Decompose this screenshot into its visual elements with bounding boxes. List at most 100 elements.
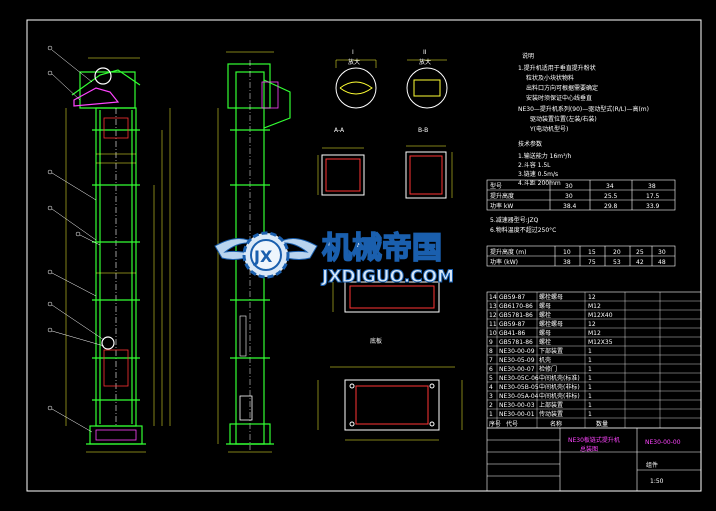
parts-list-cell: 1: [588, 375, 592, 382]
section-views: [317, 145, 453, 199]
watermark-en: JXDIGUO.COM: [321, 267, 454, 287]
tech-line: 2.斗容 1.5L: [518, 161, 551, 169]
svg-text:功率 kW: 功率 kW: [490, 202, 513, 210]
svg-text:75: 75: [588, 259, 596, 266]
parts-list-cell: 11: [489, 321, 497, 328]
svg-text:放大: 放大: [419, 58, 431, 66]
notes-block: 说明 1.提升机适用于垂直提升粉状 粒状及小块状物料 出料口方向可根据需要确定 …: [518, 52, 649, 187]
parts-list-cell: NE30-05-09: [499, 357, 535, 364]
parts-list-cell: 13: [489, 303, 497, 310]
svg-text:5.减速器型号:JZQ: 5.减速器型号:JZQ: [490, 216, 539, 224]
svg-text:29.8: 29.8: [604, 203, 618, 210]
svg-text:15: 15: [588, 249, 596, 256]
parts-list-cell: 机壳: [539, 356, 551, 364]
svg-text:38.4: 38.4: [563, 203, 577, 210]
parts-list-cell: 8: [489, 348, 493, 355]
parts-list-cell: 10: [489, 330, 497, 337]
svg-text:序号: 序号: [489, 420, 501, 428]
tech-line: 1.输送能力 16m³/h: [518, 152, 572, 160]
note-line: 出料口方向可根据需要确定: [526, 84, 598, 92]
parts-list-cell: 3: [489, 393, 493, 400]
parts-list-cell: GB59-87: [499, 294, 525, 301]
plan-views: [317, 281, 463, 441]
svg-text:42: 42: [636, 259, 644, 266]
parts-list-cell: 4: [489, 384, 493, 391]
svg-text:30: 30: [565, 183, 573, 190]
parts-list-cell: 螺栓螺母: [539, 293, 563, 301]
parts-list-cell: M12: [588, 303, 601, 310]
elevator-front-view: [71, 67, 146, 445]
parts-list-cell: NE30-05B-05: [499, 384, 539, 391]
parts-list-cell: 上部装置: [539, 401, 563, 409]
power-table: 5.减速器型号:JZQ 6.物料温度不超过250°C 提升高度 (m) 10 1…: [486, 216, 676, 267]
parts-list-cell: 下部装置: [539, 347, 563, 355]
parts-list-cell: 1: [489, 411, 493, 418]
parts-list-cell: M12X35: [588, 339, 613, 346]
note-line: NE30—提升机系列(90)—驱动型式(R/L)—高(m): [518, 105, 649, 113]
watermark-cn: 机械帝国: [322, 231, 442, 266]
parts-list-cell: 12: [489, 312, 497, 319]
parts-list-cell: 传动装置: [539, 410, 563, 418]
svg-text:38: 38: [648, 183, 656, 190]
note-line: 粒状及小块状物料: [526, 74, 574, 82]
parts-list-cell: 1: [588, 348, 592, 355]
product-name: NE30板链式提升机: [568, 436, 620, 444]
side-dimensions: [217, 51, 274, 453]
part-balloons: [47, 45, 105, 433]
svg-text:底板: 底板: [370, 337, 382, 345]
title-block: NE30板链式提升机 总装图 NE30-00-00 组件 1:50: [486, 427, 702, 492]
parts-list-cell: 9: [489, 339, 493, 346]
parts-list-cell: NE30-00-07: [499, 366, 535, 373]
svg-text:25.5: 25.5: [604, 193, 618, 200]
parts-list-cell: 1: [588, 366, 592, 373]
parts-list-cell: 5: [489, 375, 493, 382]
svg-text:II: II: [423, 49, 427, 56]
parts-list-cell: 螺母: [539, 329, 551, 337]
note-line: 驱动装置位置(左装/右装): [530, 115, 597, 123]
tech-heading: 技术参数: [518, 140, 542, 148]
parts-list-cell: 中间机壳(标准): [539, 374, 580, 382]
svg-text:提升高度: 提升高度: [490, 192, 514, 200]
svg-text:I: I: [352, 49, 354, 56]
parts-list-cell: 检修门: [539, 365, 557, 373]
parts-list-cell: GB59-87: [499, 321, 525, 328]
parts-list-cell: NE30-05C-06: [499, 375, 539, 382]
parts-list-cell: 1: [588, 402, 592, 409]
parts-list-cell: 螺栓: [539, 311, 551, 319]
svg-text:A-A: A-A: [334, 127, 345, 134]
svg-text:10: 10: [563, 249, 571, 256]
svg-text:数量: 数量: [596, 420, 608, 428]
parts-list-cell: NE30-00-09: [499, 348, 535, 355]
parts-list-cell: 1: [588, 357, 592, 364]
svg-text:放大: 放大: [348, 58, 360, 66]
logo-text: JX: [253, 247, 273, 266]
parts-list-cell: 1: [588, 393, 592, 400]
svg-text:48: 48: [658, 259, 666, 266]
parts-list-cell: 1: [588, 384, 592, 391]
tech-line: 4.斗距 200mm: [518, 180, 561, 187]
parts-list-cell: GB6170-86: [499, 303, 533, 310]
parts-list-cell: 螺栓螺母: [539, 320, 563, 328]
svg-text:25: 25: [636, 249, 644, 256]
drawing-type: 总装图: [580, 445, 598, 453]
category: 组件: [646, 461, 658, 469]
parts-list-cell: M12X40: [588, 312, 613, 319]
parts-list-cell: 中间机壳(非标): [539, 383, 580, 391]
svg-text:38: 38: [563, 259, 571, 266]
svg-text:提升高度 (m): 提升高度 (m): [490, 248, 526, 256]
parts-list-cell: 1: [588, 411, 592, 418]
svg-text:30: 30: [658, 249, 666, 256]
parts-list-cell: GB5781-86: [499, 339, 533, 346]
parts-list-cell: 6: [489, 366, 493, 373]
front-dimensions: [65, 57, 171, 453]
gear-logo-icon: JX: [214, 231, 318, 279]
svg-text:53: 53: [613, 259, 621, 266]
parts-list-cell: GB41-86: [499, 330, 525, 337]
parts-list-cell: 14: [489, 294, 497, 301]
parts-list-cell: NE30-00-01: [499, 411, 535, 418]
parts-list-cell: M12: [588, 330, 601, 337]
svg-text:34: 34: [606, 183, 614, 190]
svg-text:6.物料温度不超过250°C: 6.物料温度不超过250°C: [490, 226, 556, 234]
